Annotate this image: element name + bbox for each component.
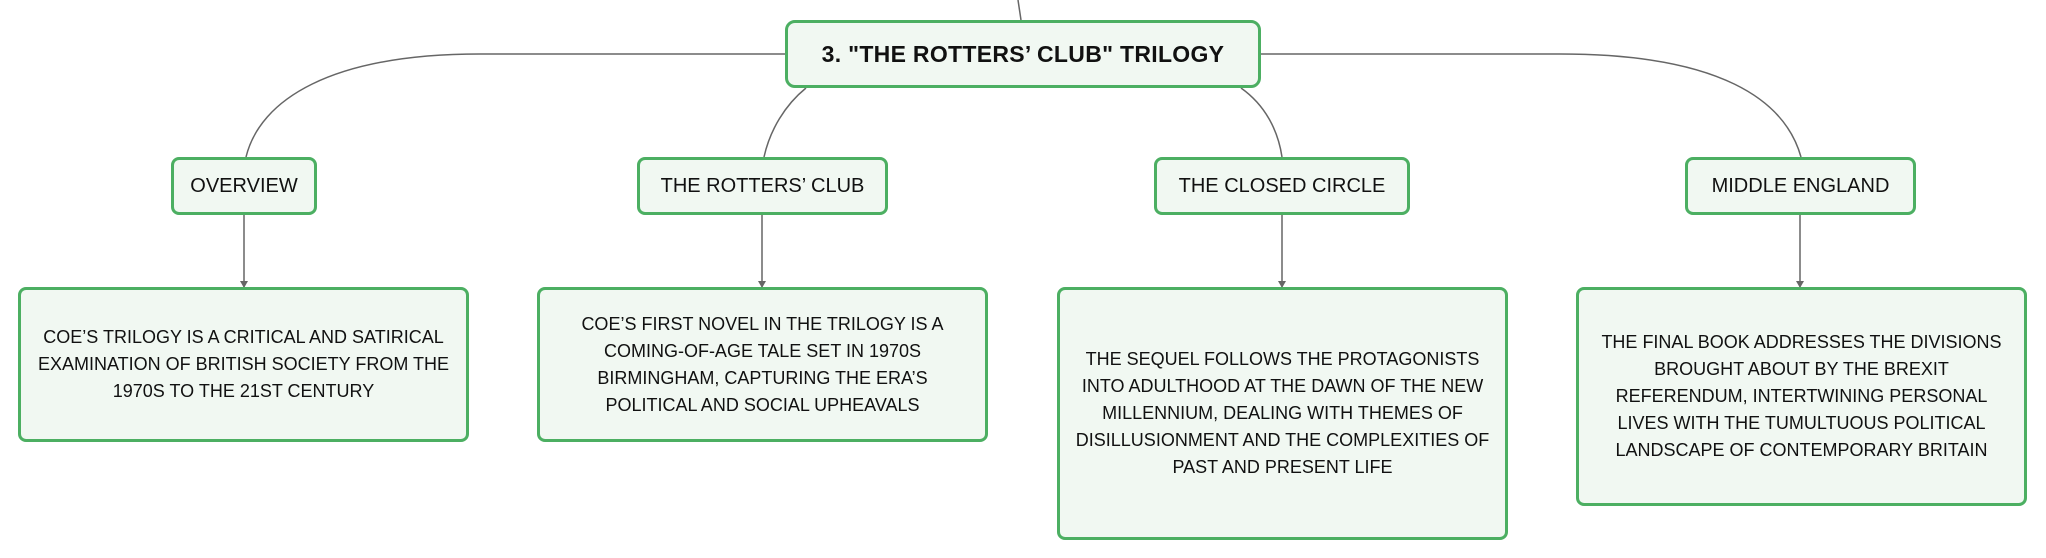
branch-overview-label: OVERVIEW [190, 174, 298, 197]
connector-parent [1017, 0, 1022, 21]
branch-the-rotters-club[interactable]: THE ROTTERS’ CLUB [637, 157, 888, 215]
arrowhead-middle-england [1796, 281, 1804, 288]
detail-overview-text: COE’S TRILOGY IS A CRITICAL AND SATIRICA… [37, 327, 450, 401]
detail-the-rotters-club[interactable]: COE’S FIRST NOVEL IN THE TRILOGY IS A CO… [537, 287, 988, 442]
connector-root-closed-circle [1240, 87, 1283, 158]
branch-middle-england-label: MIDDLE ENGLAND [1711, 174, 1890, 197]
detail-the-rotters-club-text: COE’S FIRST NOVEL IN THE TRILOGY IS A CO… [581, 313, 944, 415]
root-topic-title: 3. "THE ROTTERS’ CLUB" TRILOGY [821, 40, 1225, 67]
detail-middle-england[interactable]: THE FINAL BOOK ADDRESSES THE DIVISIONS B… [1576, 287, 2027, 506]
connector-root-overview [245, 53, 785, 158]
branch-the-closed-circle-label: THE CLOSED CIRCLE [1178, 174, 1386, 197]
detail-the-closed-circle[interactable]: THE SEQUEL FOLLOWS THE PROTAGONISTS INTO… [1057, 287, 1508, 540]
arrowhead-rotters-club [758, 281, 766, 288]
arrowhead-closed-circle [1278, 281, 1286, 288]
detail-overview[interactable]: COE’S TRILOGY IS A CRITICAL AND SATIRICA… [18, 287, 469, 442]
connector-root-middle-england [1261, 53, 1802, 158]
connector-root-rotters-club [763, 87, 807, 158]
branch-middle-england[interactable]: MIDDLE ENGLAND [1685, 157, 1916, 215]
branch-the-closed-circle[interactable]: THE CLOSED CIRCLE [1154, 157, 1410, 215]
detail-the-closed-circle-text: THE SEQUEL FOLLOWS THE PROTAGONISTS INTO… [1075, 349, 1490, 477]
detail-middle-england-text: THE FINAL BOOK ADDRESSES THE DIVISIONS B… [1601, 332, 2002, 460]
root-topic[interactable]: 3. "THE ROTTERS’ CLUB" TRILOGY [785, 20, 1261, 88]
branch-overview[interactable]: OVERVIEW [171, 157, 317, 215]
arrowhead-overview [240, 281, 248, 288]
branch-the-rotters-club-label: THE ROTTERS’ CLUB [660, 174, 865, 197]
